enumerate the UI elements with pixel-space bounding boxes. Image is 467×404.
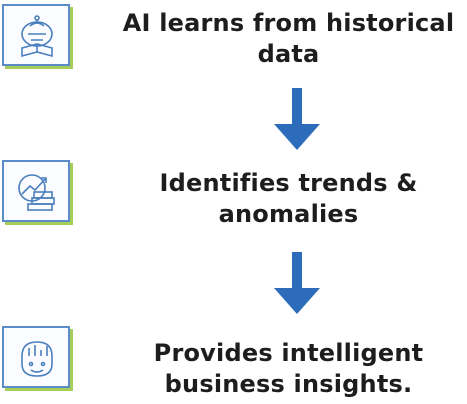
step-2-text: Identifies trends & anomalies — [110, 168, 467, 230]
down-arrow-2 — [274, 252, 320, 314]
step-1-line-1: AI learns from historical — [122, 9, 455, 37]
step-3-text: Provides intelligent business insights. — [110, 338, 467, 400]
step-2-line-2: anomalies — [218, 200, 359, 228]
step-2-line-1: Identifies trends & — [159, 169, 418, 197]
step-1-icon-box — [2, 4, 70, 66]
step-3-icon-box — [2, 326, 70, 388]
step-3-line-1: Provides intelligent — [153, 339, 424, 367]
insights-head-chart-icon — [21, 341, 53, 377]
step-1-line-2: data — [257, 40, 320, 68]
trend-chart-books-icon — [18, 174, 55, 211]
step-2-icon-box — [2, 160, 70, 222]
step-3-line-2: business insights. — [164, 370, 413, 398]
ai-brain-book-icon — [21, 15, 53, 58]
down-arrow-1 — [274, 88, 320, 150]
step-1-text: AI learns from historical data — [110, 8, 467, 70]
